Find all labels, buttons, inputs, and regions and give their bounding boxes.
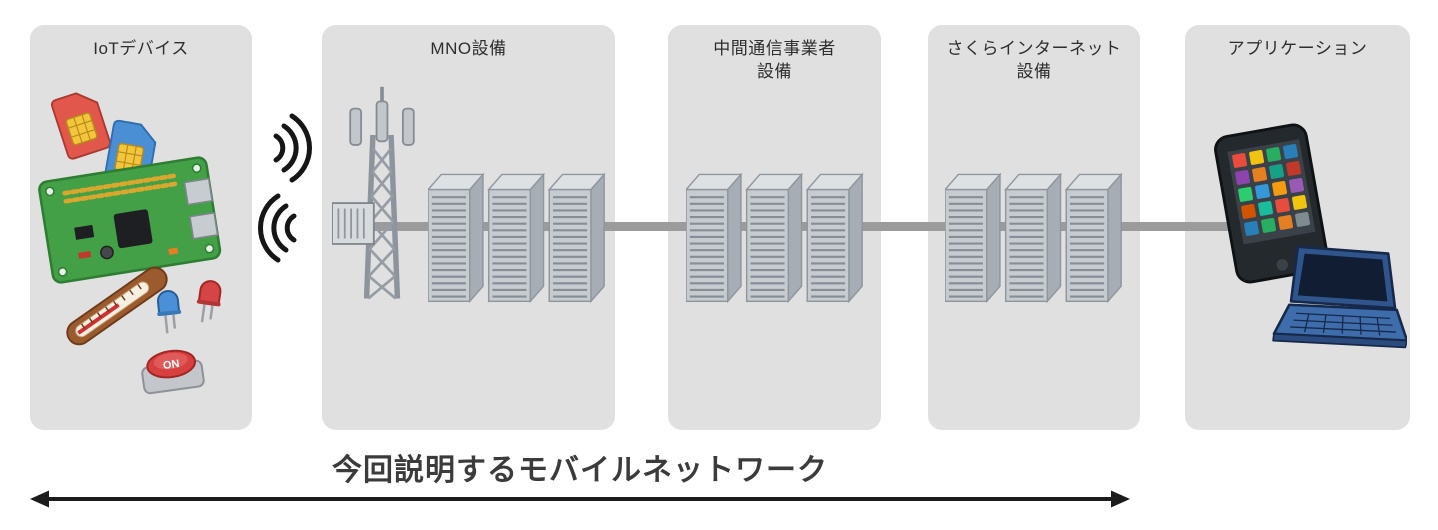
thermometer-icon bbox=[66, 266, 168, 346]
scope-arrow bbox=[30, 490, 1130, 508]
panel-title-line1: さくらインターネット bbox=[946, 39, 1122, 58]
panel-title: MNO設備 bbox=[430, 39, 507, 58]
server-racks-icon bbox=[428, 165, 608, 307]
push-button-icon: ON bbox=[141, 349, 205, 395]
panel-title: さくらインターネット 設備 bbox=[928, 38, 1140, 84]
panel-title: アプリケーション bbox=[1227, 39, 1368, 58]
panel-title-line1: 中間通信事業者 bbox=[713, 39, 836, 58]
sim-card-red-icon bbox=[50, 92, 112, 160]
panel-title: IoTデバイス bbox=[93, 39, 189, 58]
panel-iot-devices: IoTデバイス bbox=[30, 25, 252, 430]
panel-title: 中間通信事業者 設備 bbox=[668, 38, 881, 84]
cell-tower-icon bbox=[332, 86, 415, 300]
led-red-icon bbox=[196, 280, 222, 323]
smartphone-icon bbox=[1214, 123, 1329, 284]
scope-caption: 今回説明するモバイルネットワーク bbox=[332, 454, 828, 487]
button-on-label: ON bbox=[162, 358, 180, 372]
panel-title-line2: 設備 bbox=[757, 61, 792, 81]
led-blue-icon bbox=[157, 290, 182, 334]
server-racks-icon bbox=[945, 165, 1125, 307]
panel-title-line2: 設備 bbox=[1016, 61, 1052, 81]
laptop-icon bbox=[1272, 245, 1407, 349]
server-racks-icon bbox=[686, 165, 866, 307]
radio-waves-icon bbox=[258, 113, 312, 263]
circuit-board-icon bbox=[38, 156, 222, 284]
